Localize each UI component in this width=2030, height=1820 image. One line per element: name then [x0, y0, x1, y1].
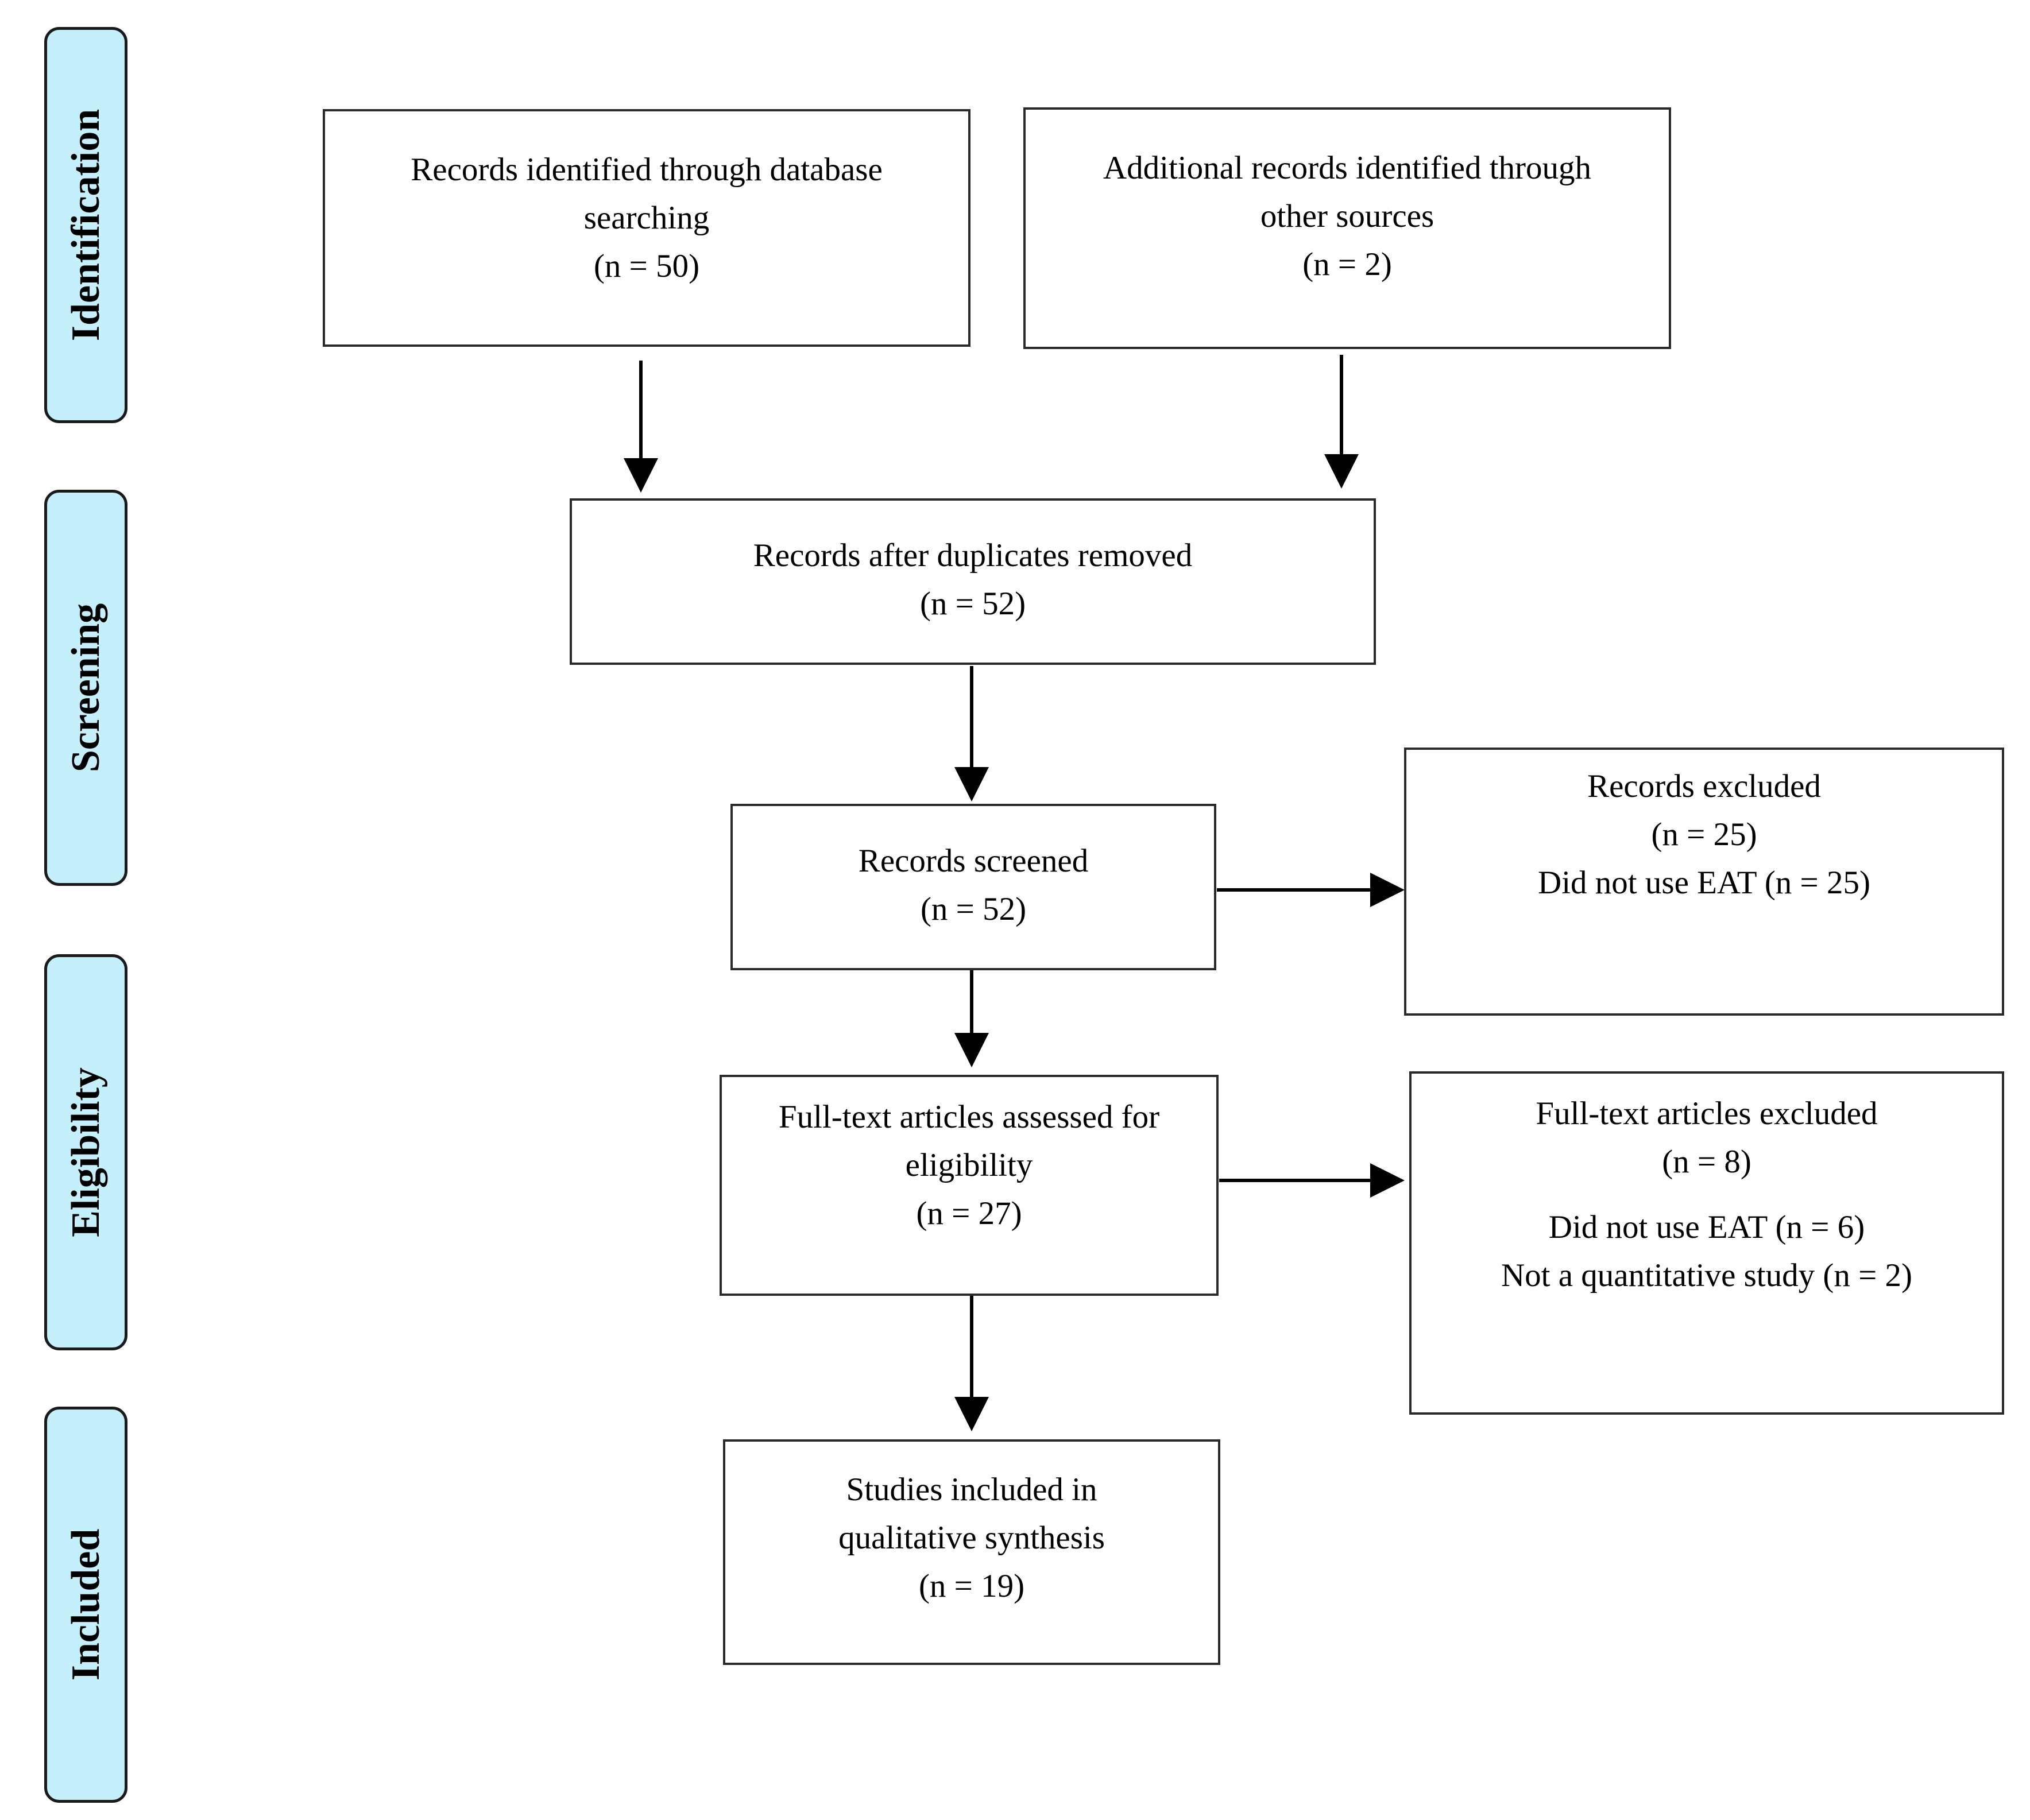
box-text-line: Records screened	[858, 843, 1089, 879]
box-text-line: Not a quantitative study (n = 2)	[1501, 1257, 1912, 1294]
phase-included: Included	[44, 1407, 127, 1803]
box-text-line: eligibility	[905, 1147, 1033, 1183]
box-database-records: Records identified through database sear…	[323, 109, 970, 347]
box-text-line: (n = 50)	[593, 248, 700, 284]
box-text-line: searching	[583, 200, 710, 236]
box-text-line: qualitative synthesis	[838, 1520, 1105, 1556]
box-records-screened: Records screened (n = 52)	[730, 804, 1216, 970]
box-text-line: Additional records identified through	[1103, 150, 1592, 186]
box-text-line: Records identified through database	[411, 152, 883, 188]
box-text-line: (n = 8)	[1662, 1144, 1751, 1180]
box-full-text-assessed: Full-text articles assessed for eligibil…	[720, 1075, 1219, 1296]
box-text-line: Did not use EAT (n = 6)	[1548, 1209, 1865, 1245]
box-text-line: Studies included in	[846, 1472, 1097, 1508]
box-text-line: other sources	[1260, 198, 1434, 234]
box-other-sources: Additional records identified through ot…	[1023, 107, 1671, 349]
box-text-line: Did not use EAT (n = 25)	[1538, 865, 1870, 901]
phase-eligibility: Eligibility	[44, 954, 127, 1350]
box-text-line: Full-text articles assessed for	[778, 1099, 1160, 1135]
box-text-line: (n = 2)	[1302, 246, 1392, 282]
box-text-line: Records after duplicates removed	[753, 537, 1193, 574]
box-full-text-excluded: Full-text articles excluded (n = 8) Did …	[1409, 1071, 2004, 1415]
phase-identification: Identification	[44, 27, 127, 423]
box-text-line: Records excluded	[1587, 768, 1821, 804]
phase-screening: Screening	[44, 490, 127, 886]
box-records-excluded: Records excluded (n = 25) Did not use EA…	[1404, 748, 2004, 1016]
box-studies-included: Studies included in qualitative synthesi…	[723, 1439, 1220, 1665]
box-duplicates-removed: Records after duplicates removed (n = 52…	[570, 498, 1376, 665]
box-text-line: (n = 19)	[918, 1568, 1025, 1604]
box-text-line: (n = 27)	[916, 1195, 1022, 1232]
box-text-line: (n = 52)	[920, 891, 1027, 927]
box-text-line: Full-text articles excluded	[1536, 1095, 1878, 1132]
box-text-line: (n = 25)	[1651, 816, 1757, 853]
box-text-line: (n = 52)	[919, 586, 1026, 622]
